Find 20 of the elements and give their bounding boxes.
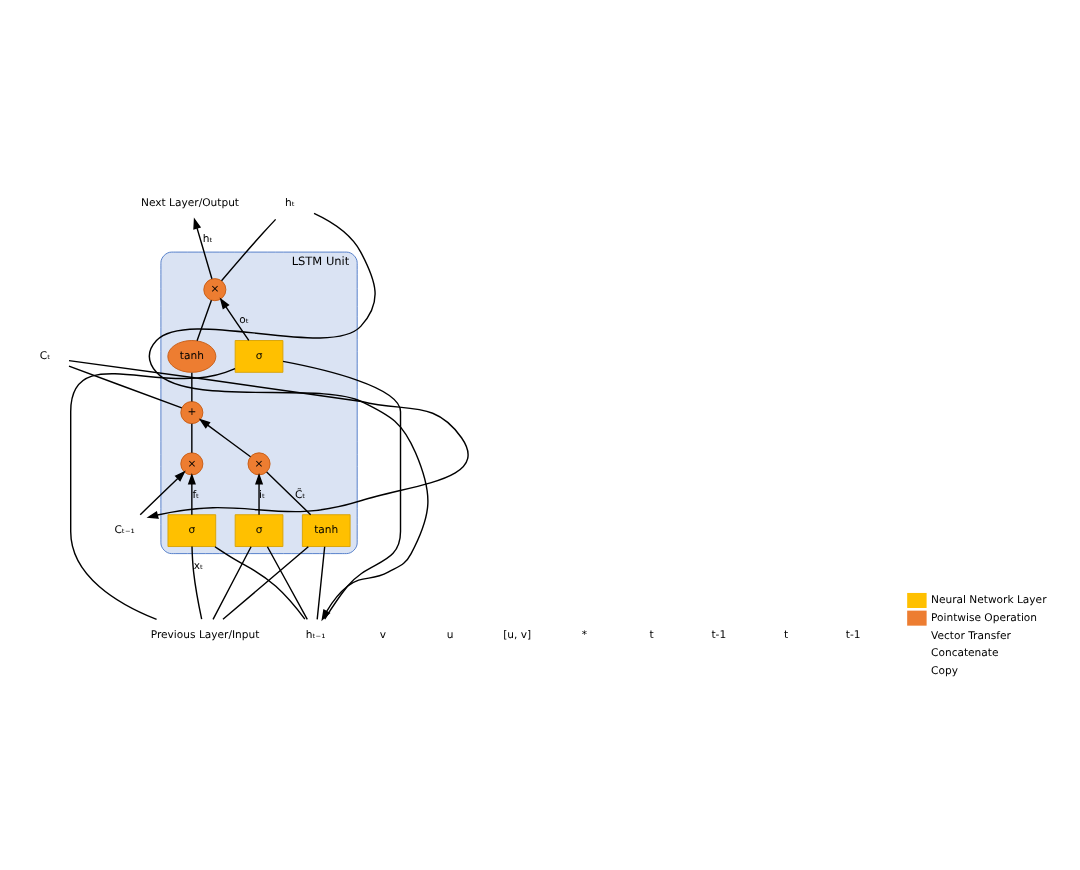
connector [220,217,277,281]
arrow [254,471,264,515]
connector [196,298,213,341]
connector [212,545,252,619]
arrow [193,216,213,279]
connector [191,370,193,402]
arrow [187,471,196,515]
connector [265,470,312,515]
connector [70,366,236,620]
connector [191,422,193,453]
arrow [68,358,469,518]
arrow [139,469,186,515]
connector [282,359,402,619]
connector [68,364,183,408]
arrow [219,296,250,341]
connector [191,544,203,619]
arrow [198,417,252,457]
connector [266,545,308,619]
connector [316,545,326,619]
arrow [148,211,429,621]
